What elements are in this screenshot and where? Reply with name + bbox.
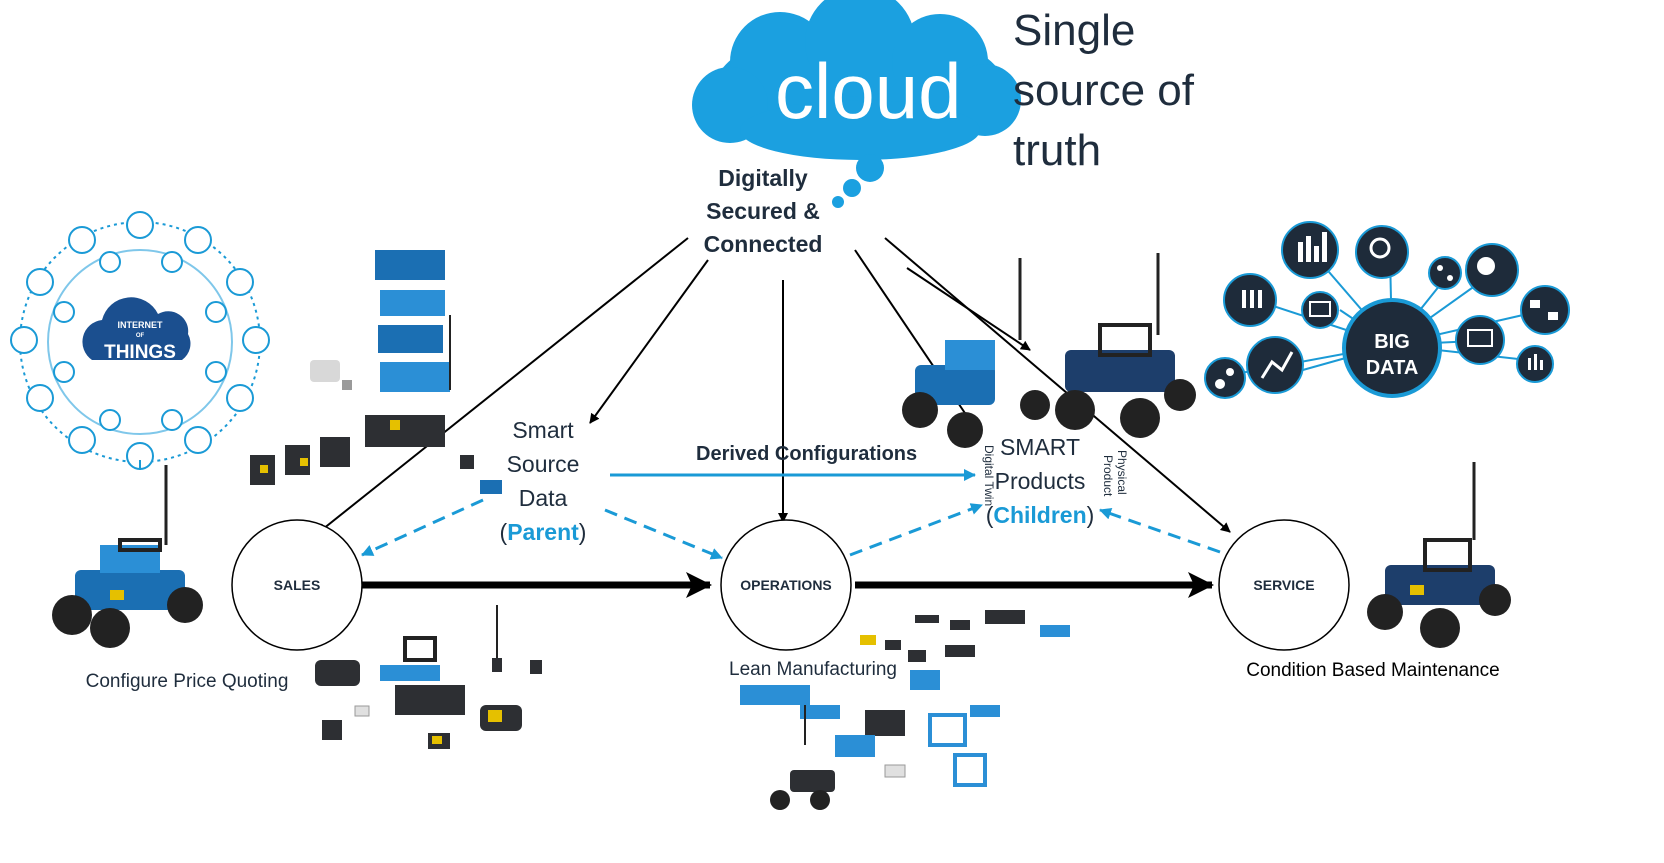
caption-condition-based-maintenance: Condition Based Maintenance — [1246, 660, 1500, 681]
children-line-3: (Children) — [986, 502, 1095, 528]
physical-product-line-1: Physical — [1115, 450, 1129, 495]
truth-line-1: Single — [1013, 6, 1135, 55]
parent-close-paren: ) — [579, 519, 587, 545]
arrow-cloud-to-service — [884, 237, 1231, 533]
caption-configure-price-quoting: Configure Price Quoting — [86, 671, 289, 692]
iot-line-1: INTERNET — [118, 320, 164, 330]
digital-twin-label: Digital Twin — [982, 445, 996, 506]
single-source-of-truth: Single source of truth — [1013, 6, 1195, 175]
parent-line-4: (Parent) — [500, 519, 587, 545]
internet-of-things-icon: INTERNET OF THINGS — [10, 211, 270, 470]
arrow-service-to-children — [1099, 507, 1221, 554]
children-close-paren: ) — [1087, 502, 1095, 528]
stage-sales: SALES — [231, 519, 363, 651]
arrow-parent-to-operations — [604, 508, 723, 560]
arrow-cloud-to-product — [906, 267, 1031, 351]
cloud-to-stage-arrows — [317, 237, 1231, 534]
arrow-parent-to-sales — [361, 498, 484, 557]
service-robot-icon — [1367, 462, 1511, 648]
truth-line-2: source of — [1013, 66, 1195, 115]
parent-highlight: Parent — [507, 519, 579, 545]
children-highlight: Children — [993, 502, 1086, 528]
smart-source-data: Smart Source Data (Parent) — [500, 417, 587, 545]
stage-service-label: SERVICE — [1253, 577, 1314, 593]
derived-configurations-label: Derived Configurations — [696, 443, 917, 465]
stage-service: SERVICE — [1218, 519, 1350, 651]
children-line-2: Products — [995, 468, 1086, 494]
big-data-icon: BIG DATA — [1204, 221, 1570, 399]
physical-product-line-2: Product — [1101, 455, 1115, 497]
operations-parts-icon — [740, 610, 1070, 810]
arrow-cloud-to-parent — [589, 259, 709, 424]
stage-operations: OPERATIONS — [720, 519, 852, 651]
exploded-build-icon — [250, 250, 502, 494]
children-open-paren: ( — [986, 502, 994, 528]
stage-sales-label: SALES — [274, 577, 321, 593]
iot-line-3: THINGS — [104, 342, 176, 363]
parent-open-paren: ( — [500, 519, 508, 545]
robot-vehicle-icon — [52, 465, 203, 648]
parent-line-2: Source — [507, 451, 580, 477]
children-line-1: SMART — [1000, 434, 1080, 460]
iot-line-2: OF — [136, 333, 145, 339]
stage-operations-label: OPERATIONS — [740, 577, 832, 593]
cloud-caption-line-1: Digitally — [718, 165, 808, 191]
sales-parts-icon — [315, 605, 542, 749]
smart-product-robots-icon — [902, 253, 1196, 448]
caption-lean-manufacturing: Lean Manufacturing — [729, 659, 897, 680]
arrow-operations-to-children — [849, 503, 983, 557]
parent-line-3: Data — [519, 485, 568, 511]
cloud-caption: Digitally Secured & Connected — [704, 165, 823, 257]
truth-line-3: truth — [1013, 126, 1101, 175]
bigdata-line-1: BIG — [1374, 331, 1410, 353]
cloud-caption-line-3: Connected — [704, 231, 823, 257]
parent-line-1: Smart — [512, 417, 574, 443]
bigdata-line-2: DATA — [1366, 357, 1419, 379]
parent-child-arrows — [361, 469, 1221, 560]
cloud-icon: cloud — [692, 0, 1021, 208]
cloud-caption-line-2: Secured & — [706, 198, 820, 224]
arrow-cloud-to-sales — [317, 237, 689, 534]
smart-products: SMART Products (Children) — [986, 434, 1095, 528]
cloud-word: cloud — [775, 47, 961, 135]
